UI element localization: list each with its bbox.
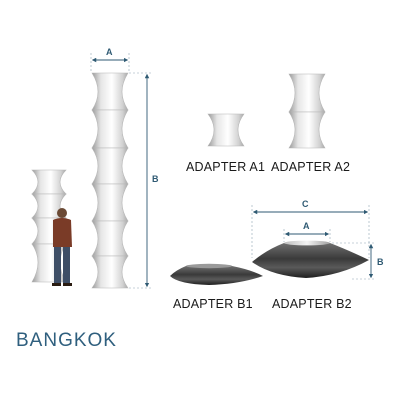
brand-title: BANGKOK xyxy=(16,330,117,351)
adapter-b2-shape xyxy=(252,240,369,278)
adapter-b2-label: ADAPTER B2 xyxy=(272,297,352,311)
b2-top-label: A xyxy=(303,221,310,231)
b2-height-label: B xyxy=(377,257,384,267)
adapter-a1-label: ADAPTER A1 xyxy=(186,160,266,174)
b2-width-label: C xyxy=(302,199,309,209)
adapter-b1-shape xyxy=(170,263,263,285)
tall-tower xyxy=(91,72,129,289)
tower-height-dimension xyxy=(129,72,152,289)
b2-top-dimension xyxy=(283,229,331,242)
tower-width-dimension xyxy=(90,53,130,72)
tower-width-label: A xyxy=(106,47,113,57)
adapter-a2-label: ADAPTER A2 xyxy=(271,160,351,174)
person-figure xyxy=(52,208,72,286)
b2-height-dimension xyxy=(332,242,376,280)
adapter-b1-label: ADAPTER B1 xyxy=(173,297,253,311)
tower-height-label: B xyxy=(152,174,159,184)
adapter-a2-shape xyxy=(288,73,326,149)
adapter-a1-shape xyxy=(207,113,245,147)
